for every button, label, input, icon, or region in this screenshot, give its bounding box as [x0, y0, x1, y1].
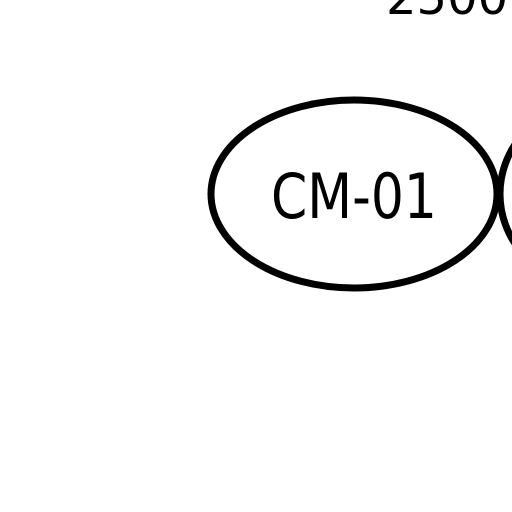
adjacent-node-ellipse[interactable]: [496, 100, 512, 288]
top-label: 2500: [386, 0, 508, 26]
node-cm-01-label: CM-01: [271, 160, 437, 233]
